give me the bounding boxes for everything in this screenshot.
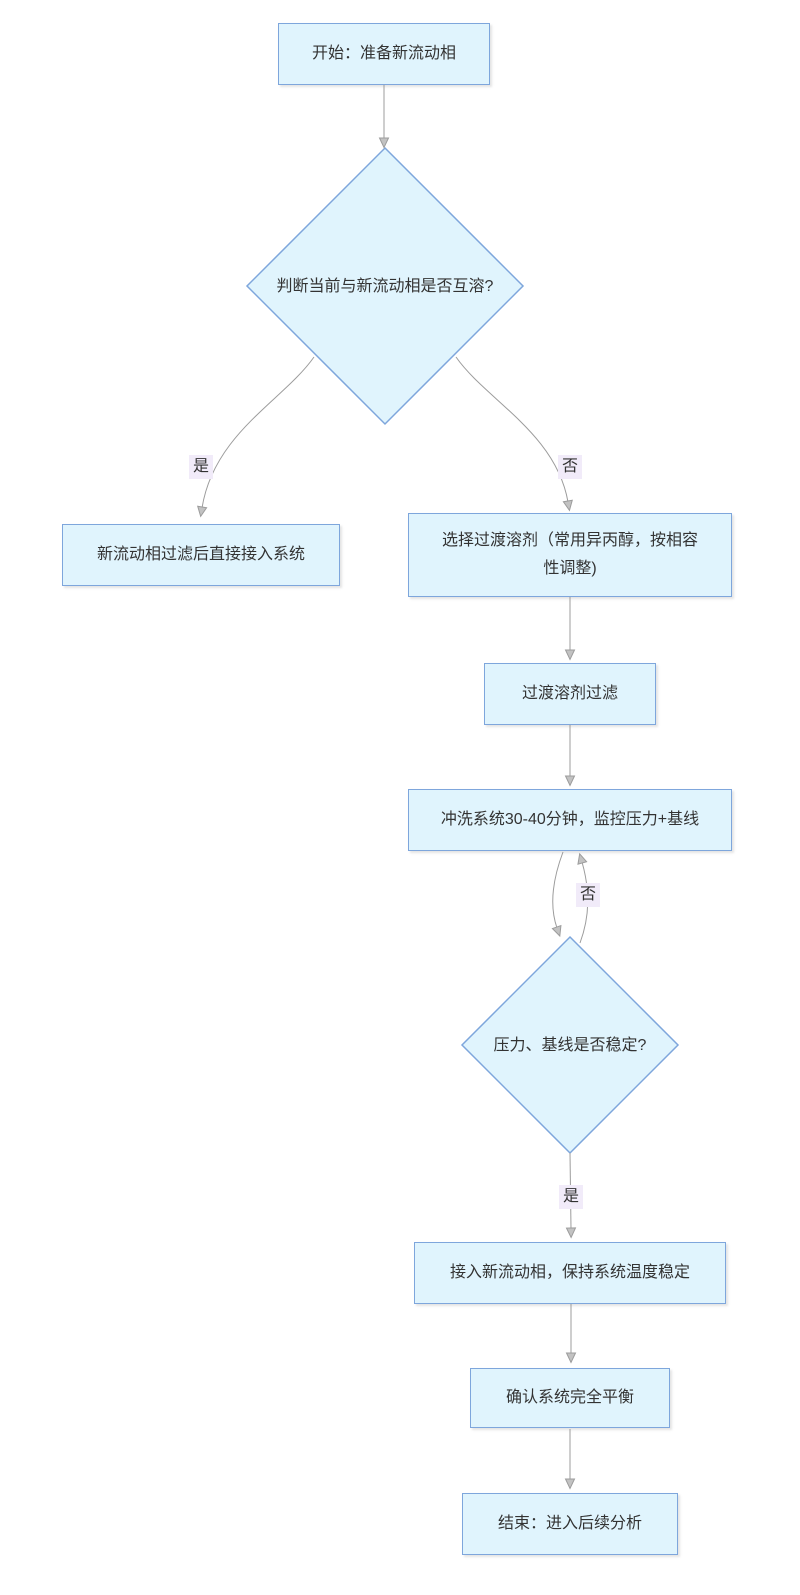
node-start: 开始：准备新流动相 [278, 23, 490, 85]
node-filter-transition: 过渡溶剂过滤 [484, 663, 656, 725]
node-confirm-balance: 确认系统完全平衡 [470, 1368, 670, 1428]
edge-decision-no-to-transition [455, 356, 573, 512]
node-start-label: 开始：准备新流动相 [311, 45, 456, 62]
node-connect-new-phase-label: 接入新流动相，保持系统温度稳定 [449, 1264, 690, 1281]
decision-miscible-shape [245, 146, 525, 426]
node-confirm-balance-label: 确认系统完全平衡 [505, 1389, 634, 1406]
node-filter-transition-label: 过渡溶剂过滤 [521, 685, 618, 702]
node-flush-system: 冲洗系统30-40分钟，监控压力+基线 [408, 789, 732, 851]
edge-label-miscible-yes: 是 [188, 455, 214, 479]
node-direct-connect-label: 新流动相过滤后直接接入系统 [96, 546, 305, 563]
node-connect-new-phase: 接入新流动相，保持系统温度稳定 [414, 1242, 726, 1304]
node-transition-solvent: 选择过渡溶剂（常用异丙醇，按相容性调整) [408, 513, 732, 597]
node-decision-stable-label: 压力、基线是否稳定? [493, 1037, 647, 1054]
node-end: 结束：进入后续分析 [462, 1493, 678, 1555]
node-flush-system-label: 冲洗系统30-40分钟，监控压力+基线 [440, 811, 700, 828]
edge-label-stable-no: 否 [575, 883, 601, 907]
edge-label-stable-yes: 是 [558, 1185, 584, 1209]
node-direct-connect: 新流动相过滤后直接接入系统 [62, 524, 340, 586]
edge-flush-to-decision-stable [551, 851, 564, 938]
node-end-label: 结束：进入后续分析 [497, 1515, 642, 1532]
node-transition-solvent-label: 选择过渡溶剂（常用异丙醇，按相容性调整) [441, 532, 698, 577]
edge-label-miscible-no: 否 [557, 455, 583, 479]
node-decision-miscible-label: 判断当前与新流动相是否互溶? [276, 278, 494, 295]
edge-decision-yes-to-direct [197, 356, 315, 518]
